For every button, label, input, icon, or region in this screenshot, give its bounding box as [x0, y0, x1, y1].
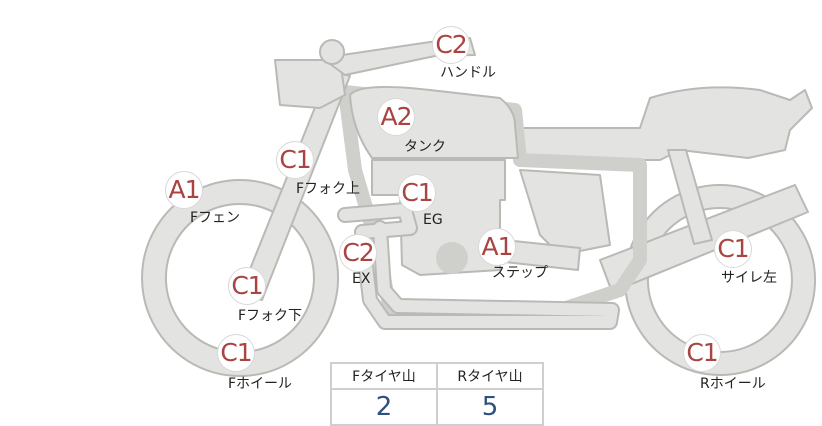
part-label: Fフォク上: [296, 181, 361, 197]
part-label: Rホイール: [700, 376, 766, 392]
front-tire-header: Fタイヤ山: [330, 362, 438, 390]
rear-tire-value: 5: [436, 388, 544, 426]
handlebar-grip: [319, 39, 345, 65]
grade-badge: A1: [478, 228, 516, 266]
grade-badge: C1: [714, 230, 752, 268]
grade-badge: C1: [228, 267, 266, 305]
part-label: ハンドル: [440, 65, 496, 81]
front-tire-value: 2: [330, 388, 438, 426]
grade-badge: C1: [217, 334, 255, 372]
engine-cover-shape: [436, 242, 468, 274]
part-label: ステップ: [492, 265, 548, 281]
part-label: EG: [423, 212, 443, 228]
part-label: タンク: [404, 139, 446, 155]
grade-badge: C2: [432, 26, 470, 64]
rear-shock-shape: [667, 149, 713, 245]
grade-badge: A2: [377, 98, 415, 136]
grade-badge: C2: [339, 234, 377, 272]
tire-tread-header-row: Fタイヤ山 Rタイヤ山: [330, 362, 544, 390]
part-label: Fホイール: [228, 376, 293, 392]
part-label: EX: [352, 271, 371, 287]
side-cover-shape: [519, 169, 611, 256]
grade-badge: A1: [165, 171, 203, 209]
tire-tread-value-row: 2 5: [330, 388, 544, 426]
grade-badge: C1: [398, 174, 436, 212]
part-label: Fフォク下: [238, 308, 303, 324]
grade-badge: C1: [683, 334, 721, 372]
grade-badge: C1: [276, 141, 314, 179]
rear-tire-header: Rタイヤ山: [436, 362, 544, 390]
seat-shape: [514, 86, 813, 161]
tire-tread-table: Fタイヤ山 Rタイヤ山 2 5: [330, 362, 544, 426]
part-label: Fフェン: [190, 210, 241, 226]
part-label: サイレ左: [721, 270, 777, 286]
